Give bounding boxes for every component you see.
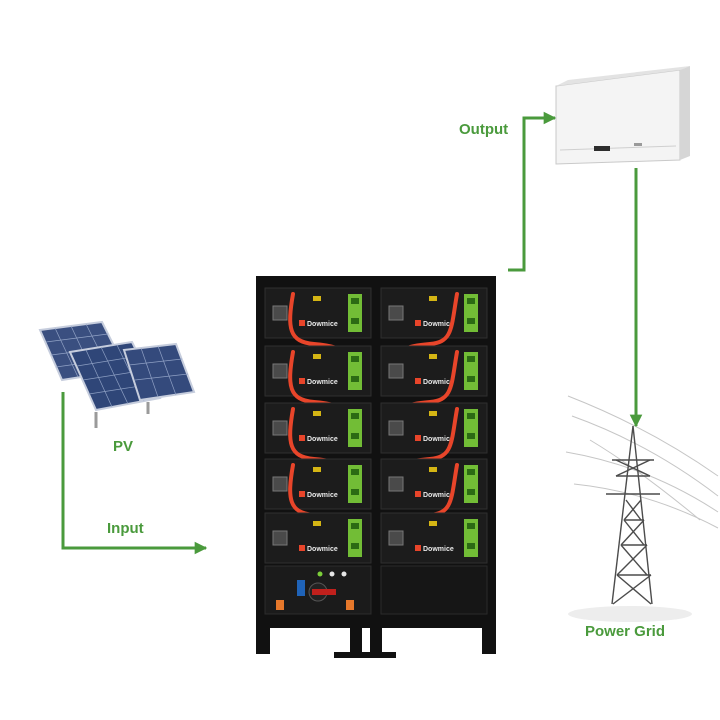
module-brand-label: Dowmice: [307, 436, 338, 443]
module-brand-label: Dowmice: [307, 321, 338, 328]
module-brand-label: Dowmice: [423, 321, 454, 328]
connection-lines: [61, 111, 643, 555]
inverter-icon: [555, 66, 690, 165]
pv-label: PV: [113, 438, 134, 455]
battery-module: Dowmice: [264, 512, 372, 564]
battery-module: Dowmice: [264, 458, 372, 522]
battery-module: Dowmice: [380, 345, 488, 409]
output-label: Output: [459, 121, 509, 138]
battery-module: Dowmice: [380, 287, 488, 351]
transmission-tower-icon: [565, 395, 719, 622]
module-brand-label: Dowmice: [423, 492, 454, 499]
module-brand-label: Dowmice: [423, 379, 454, 386]
battery-module: Dowmice: [264, 287, 372, 351]
module-brand-label: Dowmice: [307, 379, 338, 386]
battery-module: Dowmice: [380, 512, 488, 564]
module-brand-label: Dowmice: [307, 546, 338, 553]
output-arrow: [508, 111, 557, 272]
switch-panel: [276, 571, 354, 610]
input-label: Input: [107, 520, 144, 537]
module-brand-label: Dowmice: [423, 546, 454, 553]
input-arrow: [61, 392, 208, 555]
module-brand-label: Dowmice: [423, 436, 454, 443]
solar-panel-icon: [38, 320, 196, 428]
power-grid-label: Power Grid: [585, 623, 666, 640]
module-brand-label: Dowmice: [307, 492, 338, 499]
